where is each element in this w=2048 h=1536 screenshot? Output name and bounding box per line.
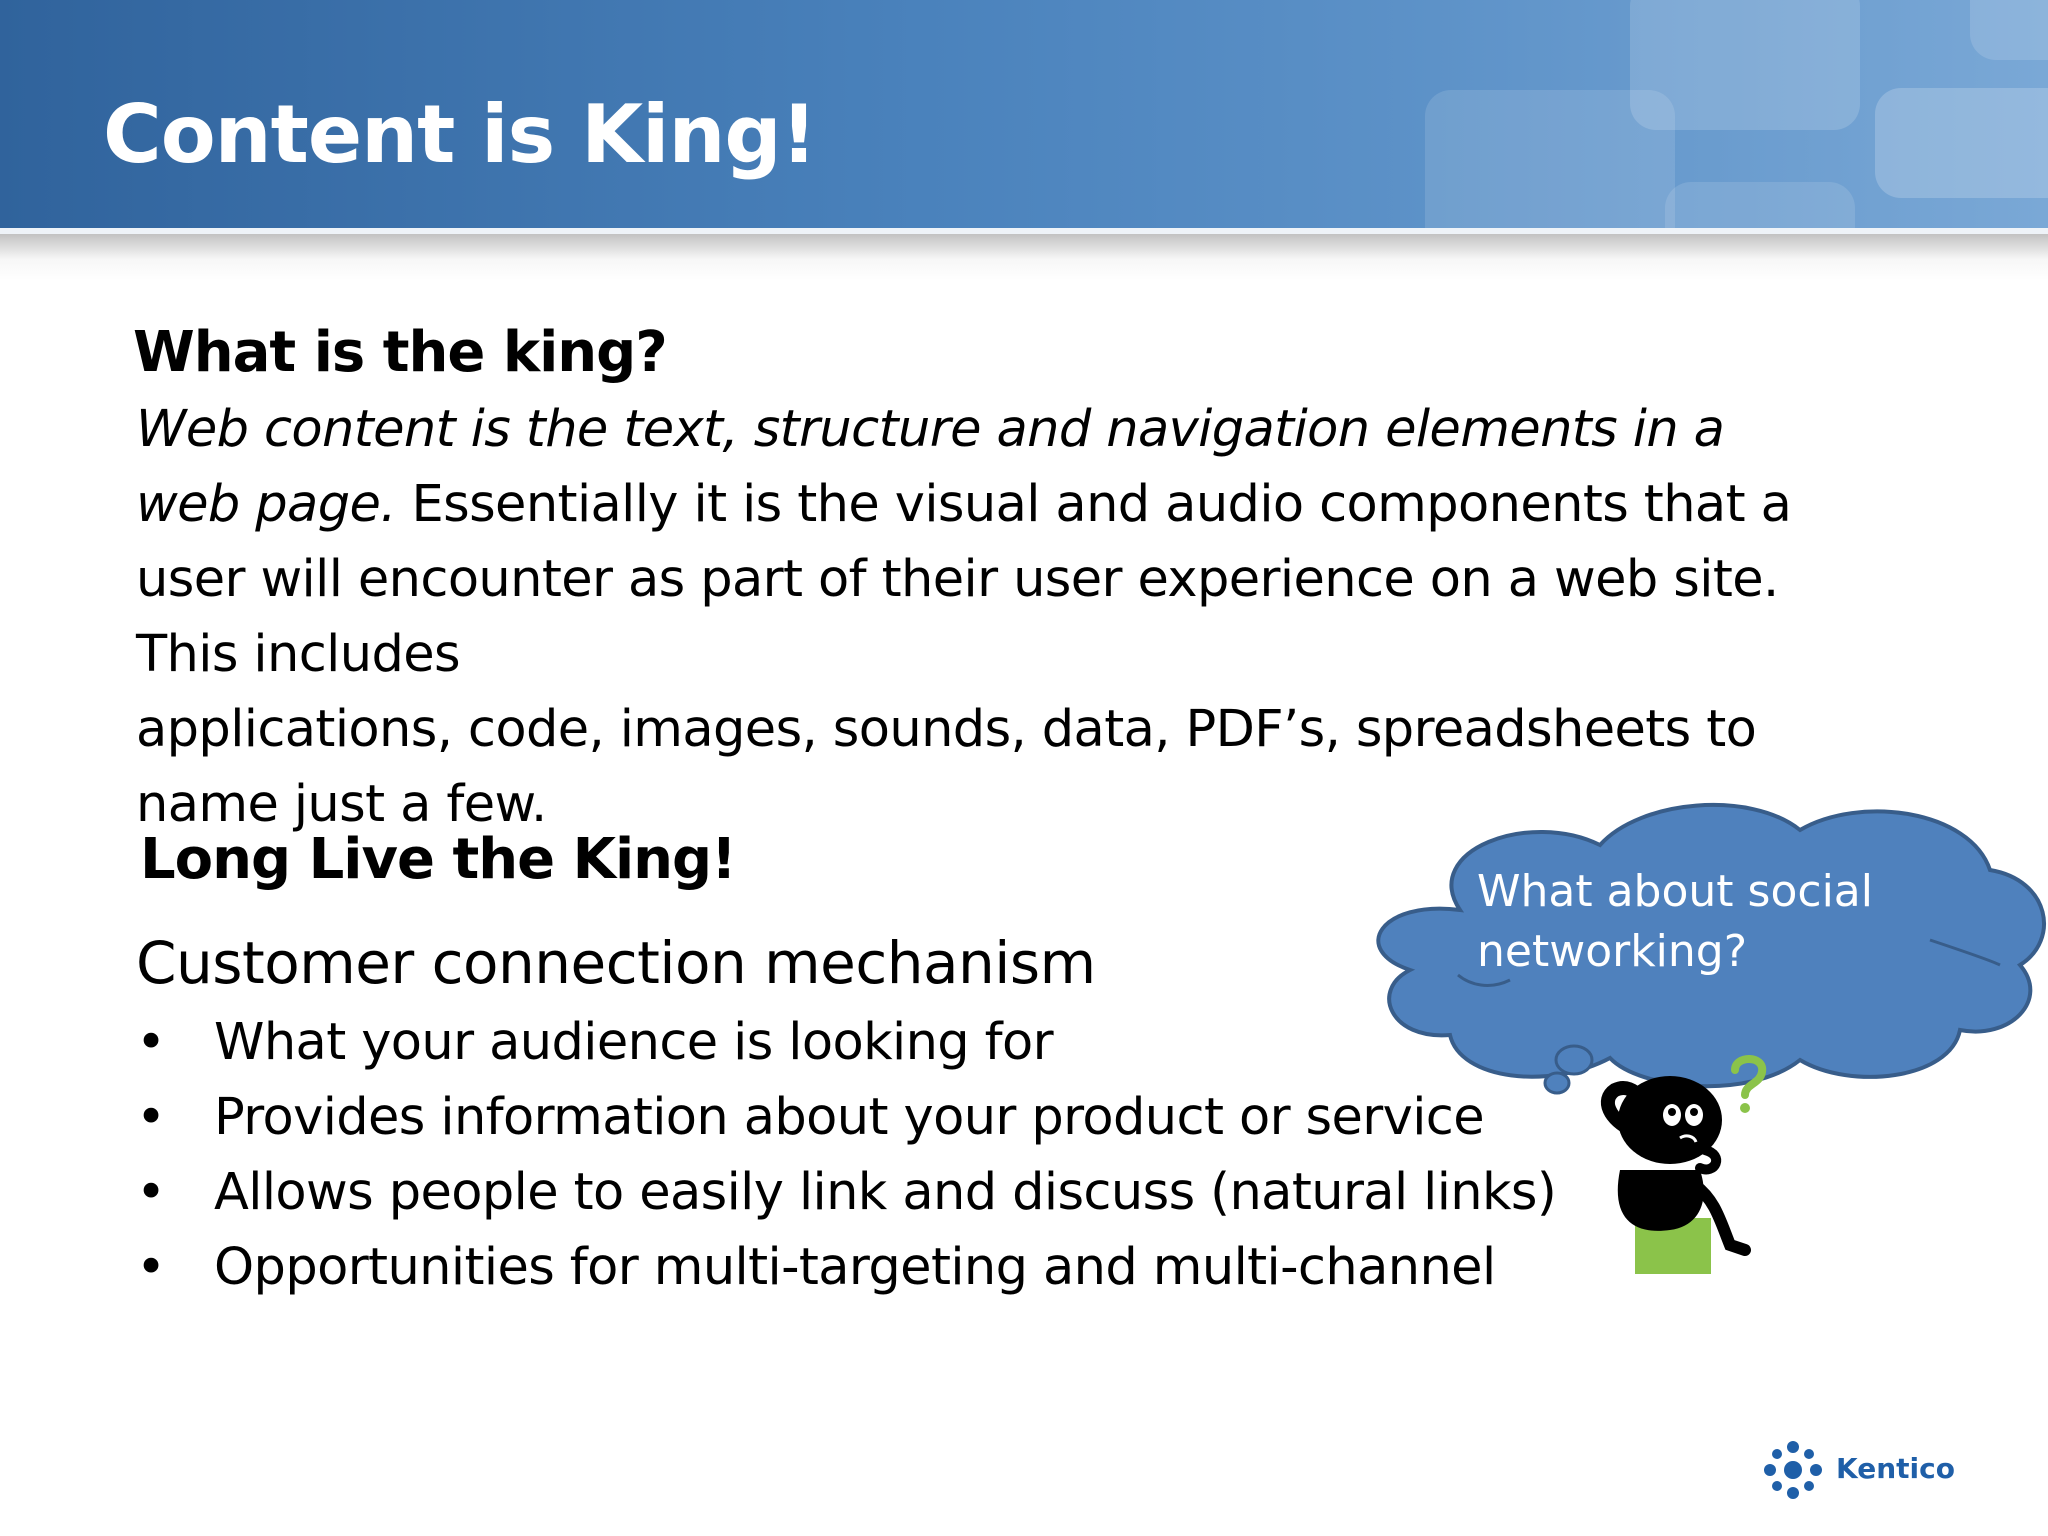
definition-italic: Web content is the text, structure and n… — [136, 400, 1725, 459]
banner-decoration — [1665, 182, 1855, 228]
paragraph-line: This includes — [136, 625, 461, 684]
slide-title: Content is King! — [103, 88, 817, 181]
bullet-text: What your audience is looking for — [214, 1013, 1054, 1072]
kentico-logo-icon — [1764, 1441, 1822, 1499]
banner-shadow — [0, 234, 2048, 280]
banner-decoration — [1630, 0, 1860, 130]
section-heading: What is the king? — [133, 320, 668, 385]
bullet-text: Provides information about your product … — [214, 1088, 1485, 1147]
definition-paragraph: Web content is the text, structure and n… — [136, 392, 1836, 842]
second-heading: Long Live the King! — [140, 827, 737, 892]
paragraph-line: web page. Essentially it is the visual a… — [136, 467, 1836, 542]
definition-text: Essentially it is the visual and audio c… — [395, 475, 1792, 534]
callout-text: What about social networking? — [1477, 862, 1873, 982]
thought-cloud-icon — [1376, 802, 2046, 1089]
paragraph-line: Web content is the text, structure and n… — [136, 392, 1836, 467]
banner-decoration — [1970, 0, 2048, 60]
bullet-icon: • — [136, 1163, 166, 1222]
kentico-logo: Kentico — [1760, 1437, 1960, 1507]
bullet-icon: • — [136, 1088, 166, 1147]
thinking-person-icon — [1600, 1055, 1767, 1274]
title-banner: Content is King! — [0, 0, 2048, 228]
banner-divider — [0, 228, 2048, 234]
callout-line: networking? — [1477, 926, 1748, 977]
paragraph-line: name just a few. — [136, 775, 547, 834]
subheading: Customer connection mechanism — [136, 929, 1096, 997]
paragraph-line: user will encounter as part of their use… — [136, 550, 1779, 609]
bullet-icon: • — [136, 1238, 166, 1297]
bullet-text: Opportunities for multi-targeting and mu… — [214, 1238, 1496, 1297]
thought-bubble-icon — [1543, 1044, 1594, 1095]
bullet-icon: • — [136, 1013, 166, 1072]
banner-decoration — [1875, 88, 2048, 198]
callout-line: What about social — [1477, 866, 1873, 917]
paragraph-line: applications, code, images, sounds, data… — [136, 700, 1757, 759]
bullet-text: Allows people to easily link and discuss… — [214, 1163, 1557, 1222]
logo-text: Kentico — [1836, 1452, 1955, 1485]
banner-decoration — [1425, 90, 1675, 228]
definition-italic: web page. — [136, 475, 396, 534]
